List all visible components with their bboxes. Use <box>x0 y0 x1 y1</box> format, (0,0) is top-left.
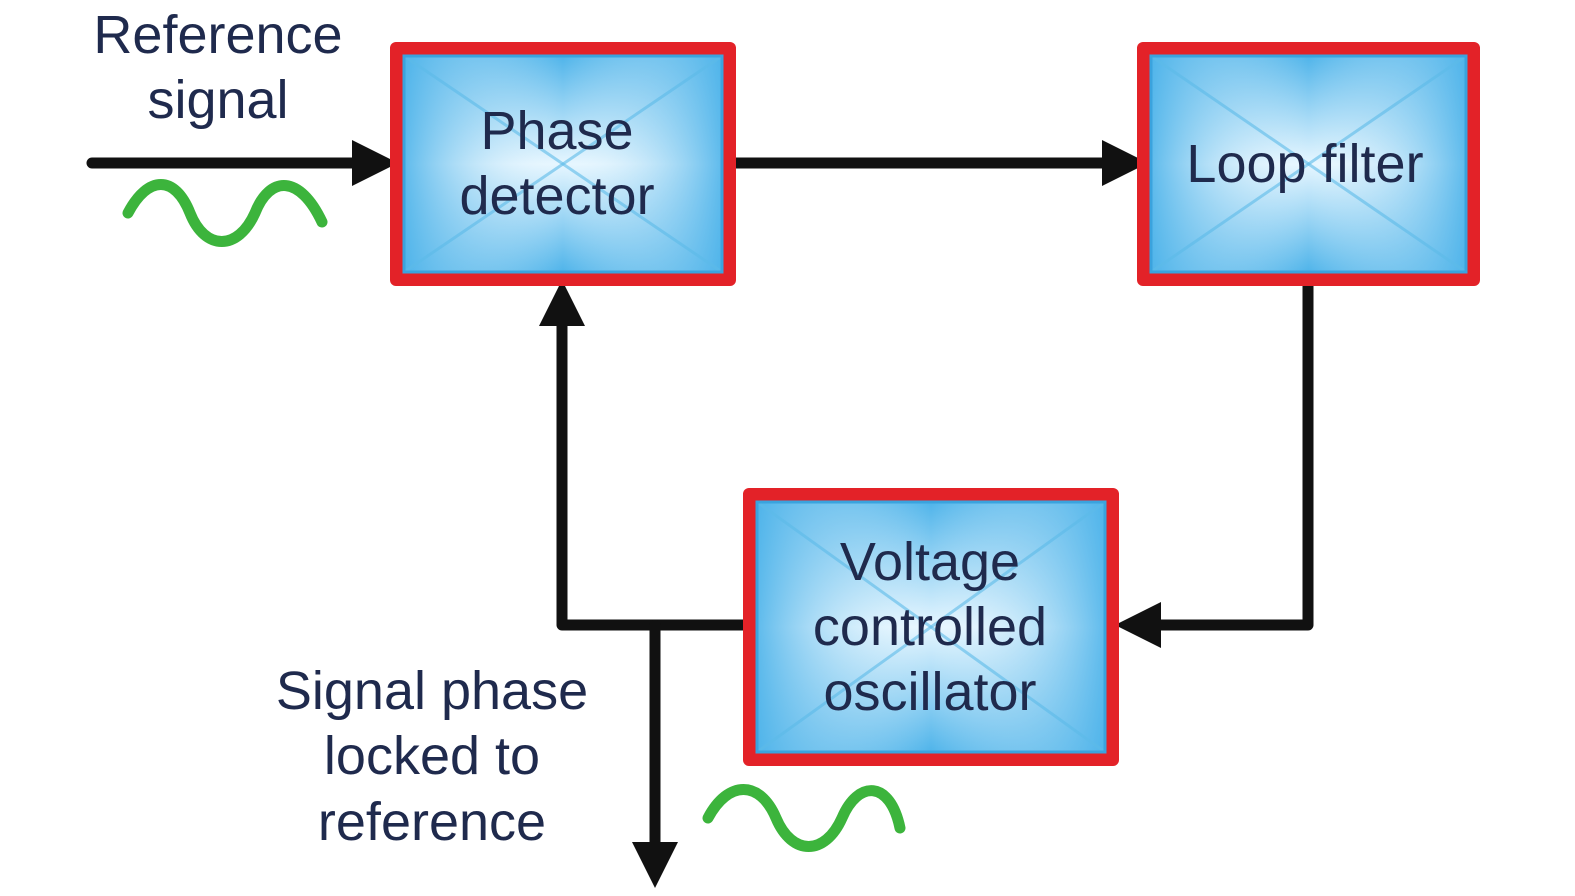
pd-to-filter-arrowhead <box>1102 140 1148 186</box>
vco-feedback-arrowhead <box>539 280 585 326</box>
reference-sine-wave-icon <box>122 179 328 247</box>
phase-detector-block <box>390 42 736 286</box>
loop-filter-block <box>1137 42 1480 286</box>
output-arrowhead <box>632 842 678 888</box>
vco-label-line2: controlled <box>813 597 1047 657</box>
vco-label-line1: Voltage <box>840 532 1020 592</box>
output-signal-label-line1: Signal phase <box>276 661 588 721</box>
output-signal-label-line3: reference <box>318 792 546 852</box>
reference-signal-label-line2: signal <box>147 70 288 130</box>
filter-to-vco-arrowhead <box>1115 602 1161 648</box>
reference-input-arrowhead <box>352 140 398 186</box>
phase-detector-label-line1: Phase <box>480 101 633 161</box>
phase-detector-label-line2: detector <box>459 166 654 226</box>
reference-signal-label-line1: Reference <box>93 5 342 65</box>
vco-label-line3: oscillator <box>823 662 1036 722</box>
loop-filter-label: Loop filter <box>1186 134 1423 194</box>
filter-to-vco-wire <box>1149 277 1314 631</box>
output-sine-wave-icon <box>702 784 906 852</box>
output-signal-label-line2: locked to <box>324 726 540 786</box>
vco-block <box>743 488 1119 766</box>
vco-feedback-wire <box>556 312 754 631</box>
